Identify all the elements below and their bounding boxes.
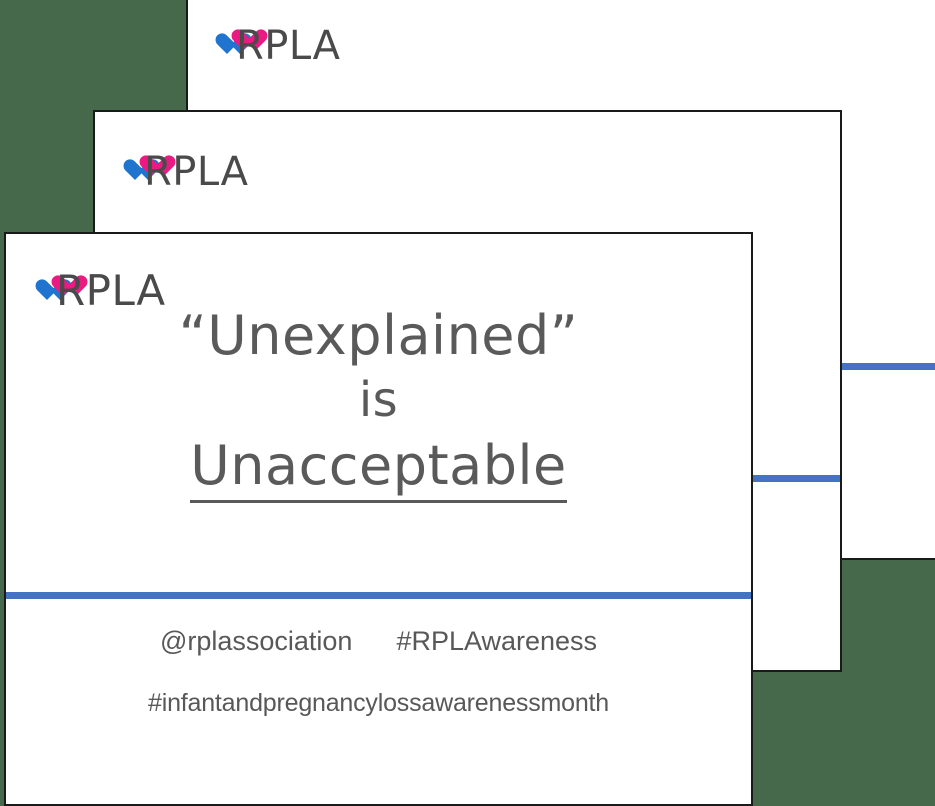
divider-rule [6,592,751,599]
headline-line-2: is [358,371,399,428]
hashtag-primary[interactable]: #RPLAwareness [396,626,598,656]
headline-line-3: Unacceptable [6,434,751,504]
rpla-logo: RPLA [124,140,248,192]
rpla-logo: RPLA [36,260,166,312]
headline-line-3-text: Unacceptable [190,434,567,504]
rpla-logo: RPLA [216,14,340,66]
footer-block: @rplassociation #RPLAwareness #infantandp… [6,626,751,718]
footer-social-row: @rplassociation #RPLAwareness [6,626,751,657]
logo-wordmark: RPLA [236,23,341,69]
hashtag-secondary[interactable]: #infantandpregnancylossawarenessmonth [148,689,609,717]
logo-wordmark: RPLA [144,149,249,195]
headline-line-1: “Unexplained” [178,304,579,367]
logo-wordmark: RPLA [56,266,166,315]
poster-card-front[interactable]: RPLA “Unexplained” is Unacceptable @rpla… [4,232,753,806]
headline-block: “Unexplained” is Unacceptable [6,304,751,504]
social-handle[interactable]: @rplassociation [159,626,353,656]
